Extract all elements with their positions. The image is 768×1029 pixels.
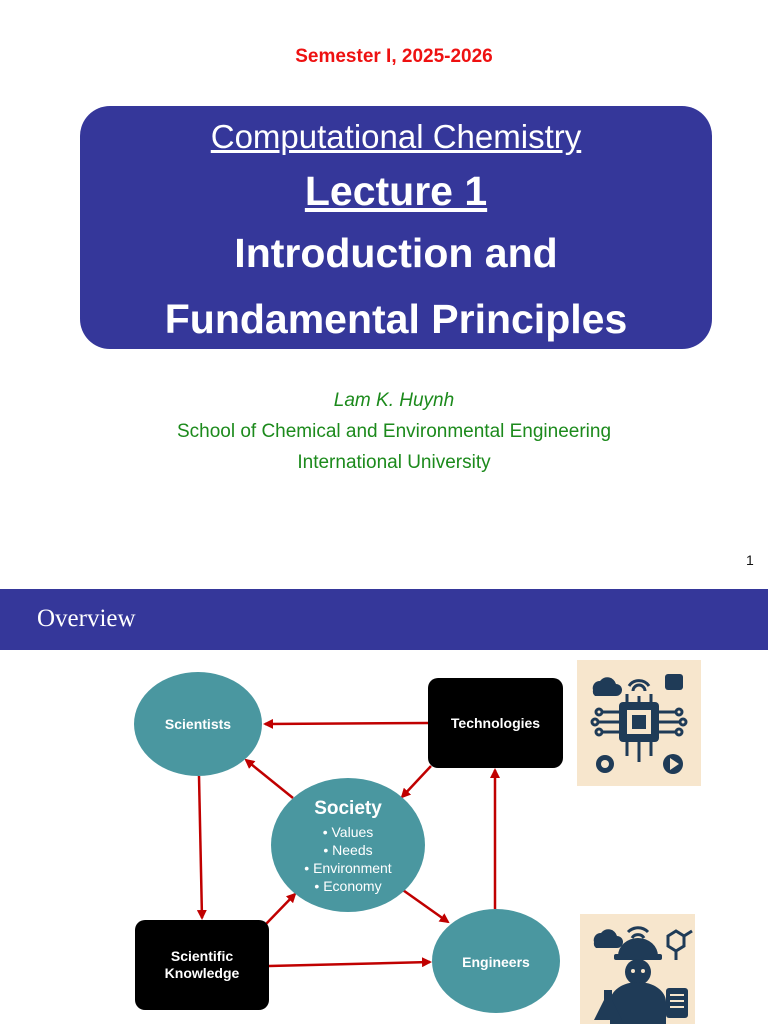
semester-label: Semester I, 2025-2026: [295, 46, 493, 67]
overview-title: Overview: [37, 605, 136, 632]
overview-diagram: Scientists Technologies Society • Values…: [0, 650, 768, 1024]
society-item-needs: • Needs: [323, 842, 373, 858]
arrow-society-to-scientists: [244, 758, 294, 799]
knowledge-line-2: Knowledge: [164, 965, 240, 981]
arrow-knowledge-to-engineers: [268, 957, 432, 968]
title-box: Computational Chemistry Lecture 1 Introd…: [80, 106, 712, 349]
society-item-environment: • Environment: [304, 860, 392, 876]
engineers-node: [432, 909, 560, 1013]
lecture-topic-line-1: Introduction and: [234, 230, 558, 276]
university-name: International University: [297, 452, 491, 473]
society-item-economy: • Economy: [314, 878, 382, 894]
page-number: 1: [746, 552, 754, 568]
technology-circuit-icon: [577, 660, 701, 786]
society-item-values: • Values: [322, 824, 374, 840]
society-node: [271, 778, 425, 912]
engineer-scientist-icon: [580, 914, 695, 1024]
arrow-scientists-to-knowledge: [196, 775, 207, 920]
overview-header: Overview: [0, 589, 768, 650]
arrow-technologies-to-society: [400, 765, 432, 799]
engineers-label: Engineers: [462, 954, 530, 970]
author-name: Lam K. Huynh: [333, 390, 455, 411]
diagram-canvas: [134, 672, 563, 1013]
school-name: School of Chemical and Environmental Eng…: [176, 421, 612, 442]
arrow-society-to-engineers: [399, 886, 450, 924]
society-items: • Values • Needs • Environment • Economy: [271, 823, 425, 895]
arrow-technologies-to-scientists: [263, 718, 429, 729]
arrow-knowledge-to-society: [264, 892, 297, 926]
society-title: Society: [314, 798, 382, 819]
knowledge-line-1: Scientific: [170, 948, 234, 964]
lecture-topic-line-2: Fundamental Principles: [164, 296, 628, 342]
scientific-knowledge-label: Scientific Knowledge: [135, 948, 269, 982]
lecture-number: Lecture 1: [304, 168, 488, 214]
scientific-knowledge-node: [135, 920, 269, 1010]
scientists-node: [134, 672, 262, 776]
relation-arrows: [196, 718, 500, 968]
course-title: Computational Chemistry: [210, 118, 582, 155]
scientists-label: Scientists: [164, 716, 232, 732]
circuit-chip-icon: [590, 674, 688, 774]
engineer-figure-icon: [593, 926, 693, 1024]
technologies-label: Technologies: [450, 715, 541, 731]
technologies-node: [428, 678, 563, 768]
